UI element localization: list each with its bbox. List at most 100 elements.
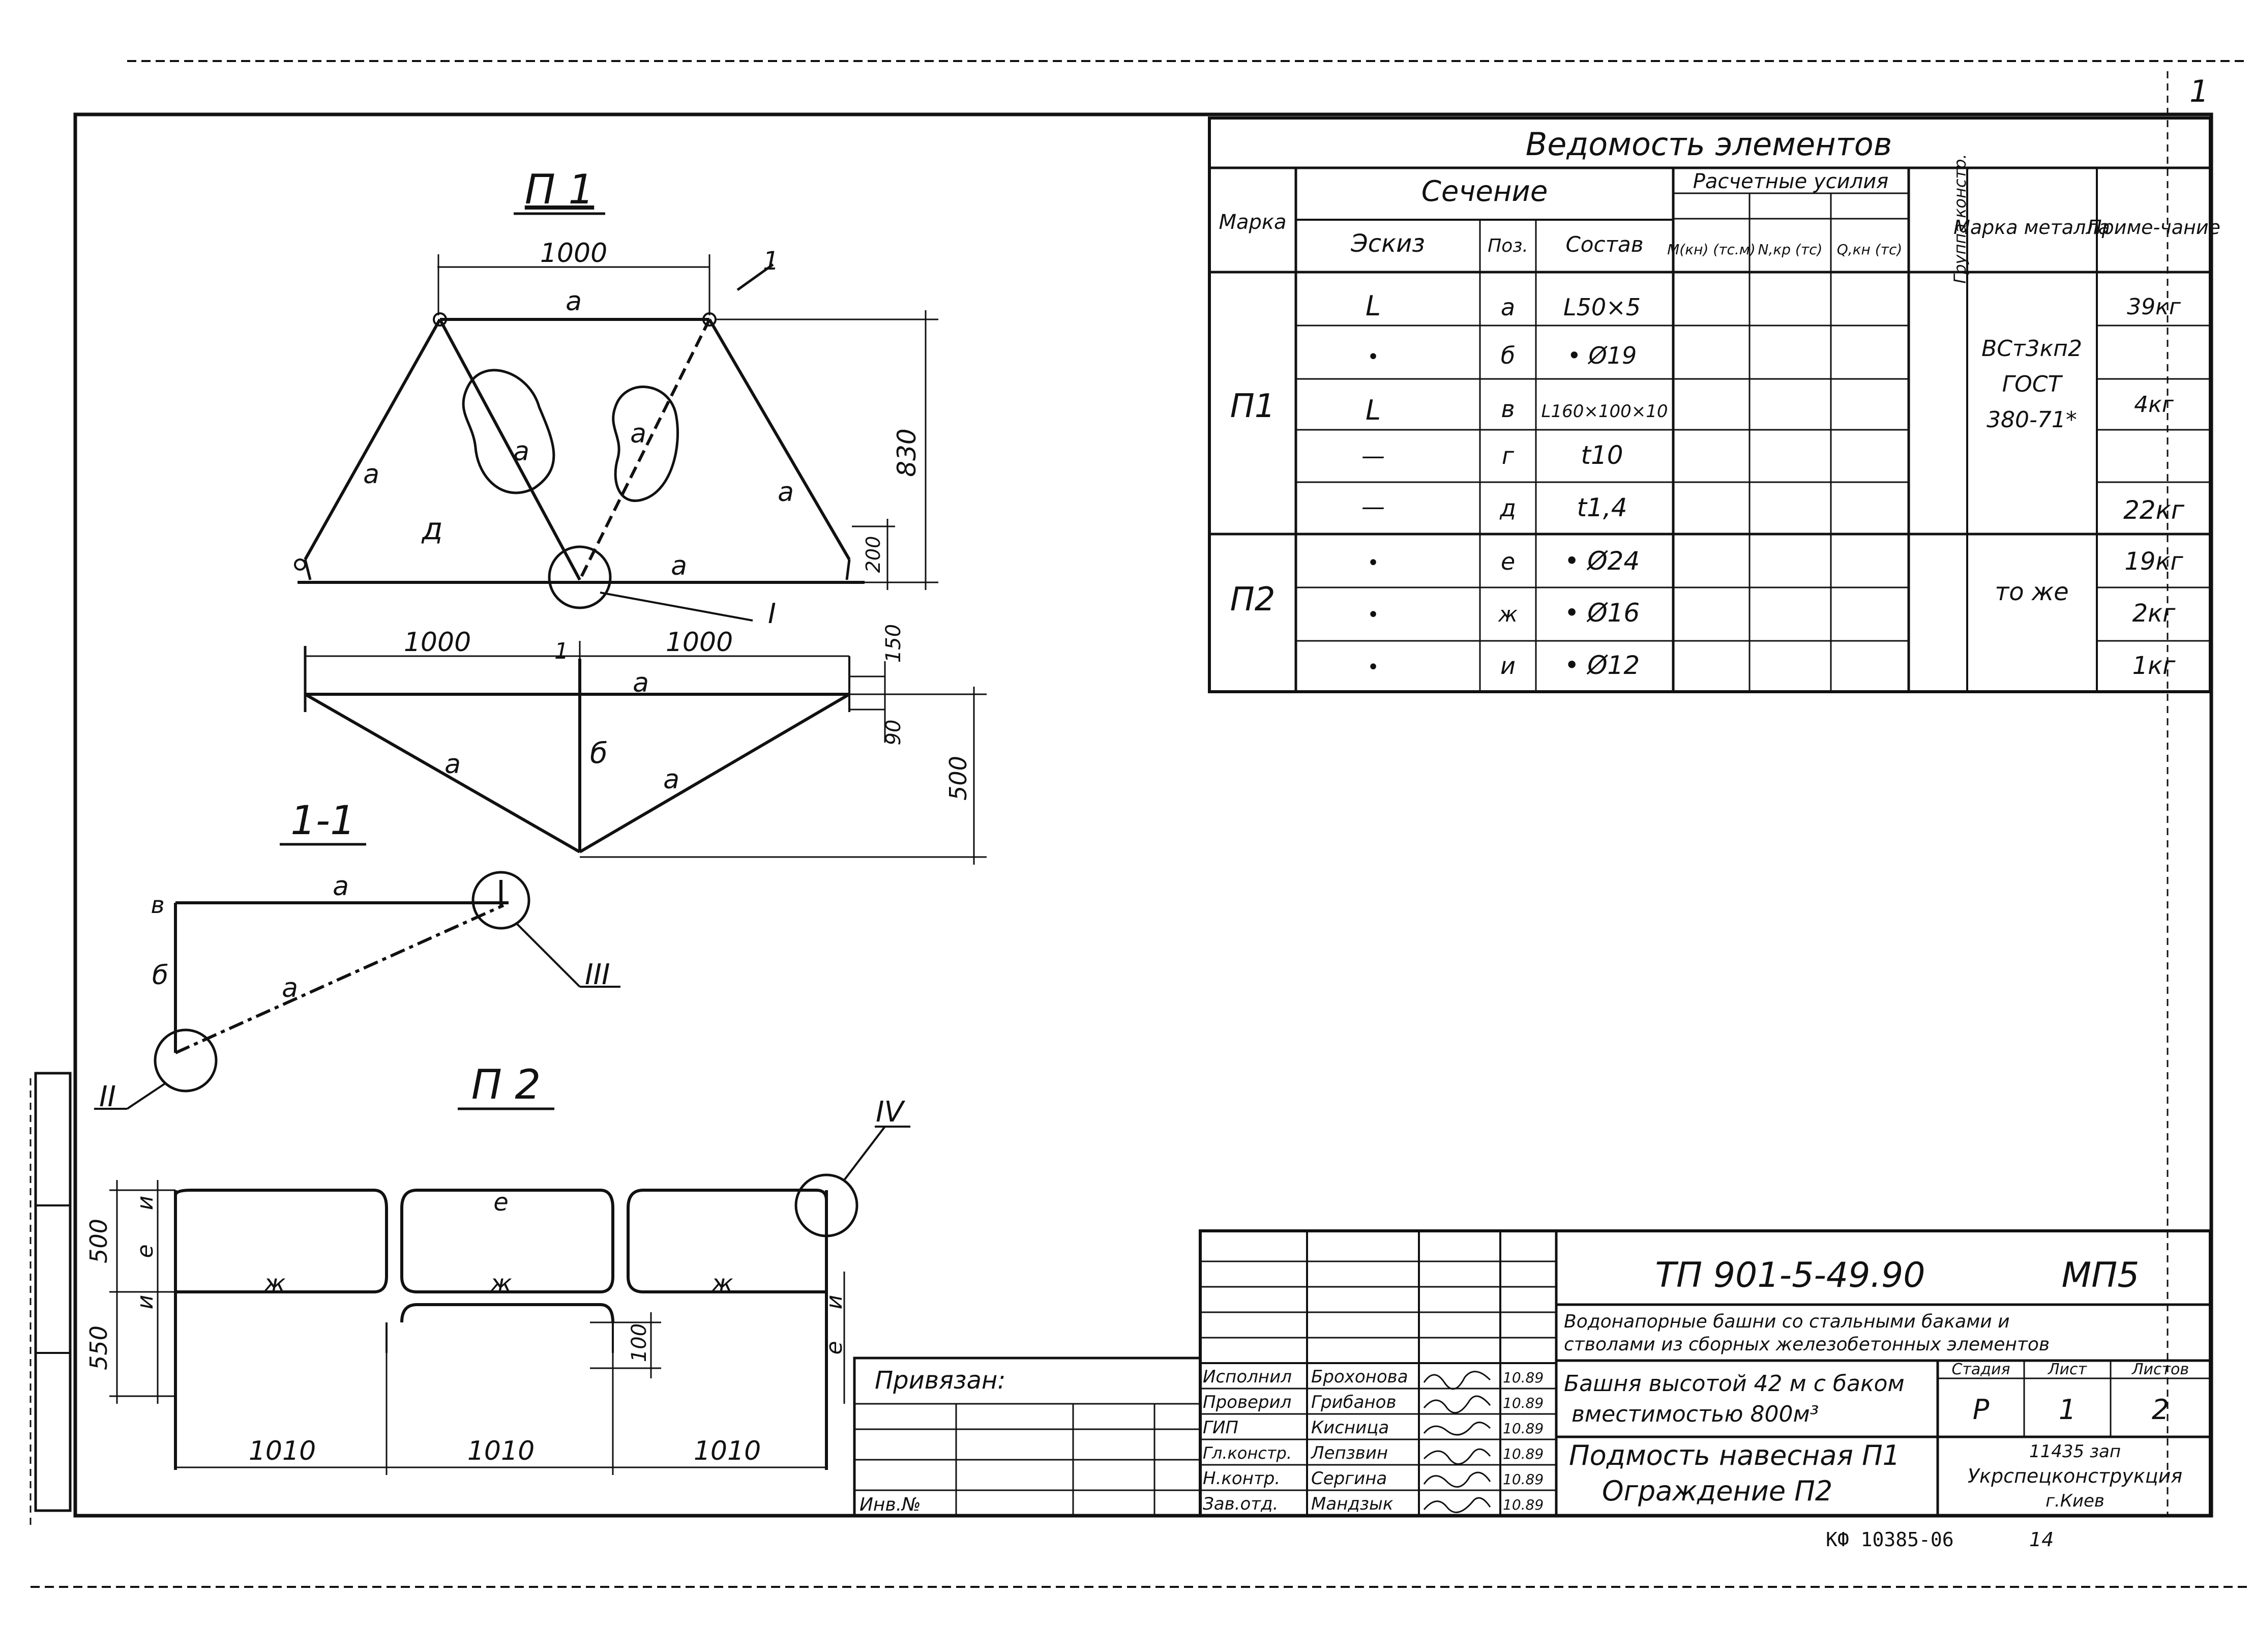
label-a-plan-r: а bbox=[663, 764, 679, 795]
row-note: 22кг bbox=[2123, 495, 2185, 525]
signature-4 bbox=[1423, 1471, 1491, 1488]
row-pos: г bbox=[1502, 442, 1515, 469]
steel-line-3: 380-71* bbox=[1987, 407, 2077, 433]
header-steel: Марка металла bbox=[1953, 216, 2110, 239]
sheet-title-2: Ограждение П2 bbox=[1602, 1475, 1832, 1507]
p1-title: П 1 bbox=[525, 166, 594, 213]
role-3: Гл.констр. bbox=[1203, 1443, 1292, 1463]
org-line-1: 11435 зап bbox=[2029, 1441, 2121, 1462]
callout-circle-iv bbox=[794, 1173, 858, 1237]
header-forces: Расчетные усилия bbox=[1693, 170, 1889, 193]
row-note: 1кг bbox=[2132, 652, 2176, 680]
doc-code: ТП 901-5-49.90 bbox=[1655, 1255, 1925, 1295]
label-i-left1: и bbox=[132, 1196, 158, 1211]
callout-i: I bbox=[768, 598, 776, 630]
callout-iv: IV bbox=[876, 1096, 906, 1129]
signature-2 bbox=[1423, 1422, 1491, 1436]
row-sketch: • bbox=[1367, 345, 1379, 369]
row-pos: и bbox=[1500, 652, 1516, 680]
dim-top: 1000 bbox=[540, 238, 607, 269]
dim-height: 830 bbox=[892, 428, 922, 477]
row-pos: а bbox=[1501, 293, 1515, 321]
role-5: Зав.отд. bbox=[1203, 1494, 1278, 1514]
label-b-plan: б bbox=[590, 737, 608, 770]
desc-line-1: Водонапорные башни со стальными баками и bbox=[1564, 1311, 2010, 1332]
row-note: 4кг bbox=[2134, 392, 2174, 418]
name-2: Кисница bbox=[1311, 1418, 1389, 1438]
row-pos: д bbox=[1499, 494, 1516, 522]
row-pos: е bbox=[1501, 548, 1515, 575]
label-i-left2: и bbox=[132, 1295, 158, 1310]
label-e-left: е bbox=[132, 1244, 158, 1258]
row-pos: ж bbox=[1498, 602, 1518, 627]
row-note: 2кг bbox=[2132, 599, 2176, 628]
steel-line-2: ГОСТ bbox=[2002, 371, 2063, 397]
role-0: Исполнил bbox=[1203, 1367, 1292, 1387]
row-comp: L160×100×10 bbox=[1541, 401, 1668, 422]
org-line-3: г.Киев bbox=[2046, 1491, 2104, 1511]
label-a-top: а bbox=[566, 286, 582, 317]
signature-1 bbox=[1423, 1395, 1491, 1413]
label-a-sec: а bbox=[333, 871, 349, 902]
date-4: 10.89 bbox=[1503, 1471, 1544, 1488]
sheet-title-1: Подмость навесная П1 bbox=[1569, 1439, 1900, 1471]
dim-right-half: 1000 bbox=[666, 627, 733, 658]
dim-p2-550: 550 bbox=[85, 1325, 112, 1370]
header-group: Группа констр. bbox=[1950, 154, 1970, 283]
binding-strip bbox=[34, 1072, 72, 1512]
row-sketch: • bbox=[1367, 551, 1379, 575]
row-b: • б • Ø19 bbox=[1367, 342, 1637, 369]
label-zh-2: ж bbox=[489, 1270, 512, 1298]
row-comp: • Ø16 bbox=[1564, 598, 1640, 628]
sheet-number: 1 bbox=[2189, 74, 2209, 109]
label-a-plan-l: а bbox=[444, 749, 461, 780]
row-i: • и • Ø12 1кг bbox=[1367, 651, 2176, 680]
header-section: Сечение bbox=[1421, 175, 1548, 208]
row-comp: L50×5 bbox=[1563, 293, 1641, 321]
row-comp: t1,4 bbox=[1577, 493, 1627, 522]
label-a-bottom: а bbox=[671, 551, 687, 581]
sheet-value: 1 bbox=[2059, 1394, 2076, 1426]
row-v: L в L160×100×10 4кг bbox=[1366, 392, 2174, 426]
date-0: 10.89 bbox=[1503, 1369, 1544, 1386]
label-e-right: е bbox=[821, 1341, 847, 1354]
tower-line-1: Башня высотой 42 м с баком bbox=[1564, 1371, 1905, 1397]
name-3: Лепзвин bbox=[1310, 1443, 1388, 1463]
row-g: — г t10 bbox=[1361, 440, 1623, 470]
label-a-mid2: а bbox=[630, 419, 646, 449]
steel-line-1: ВСт3кп2 bbox=[1981, 336, 2082, 362]
dim-span-1: 1010 bbox=[249, 1436, 316, 1466]
row-note: 19кг bbox=[2124, 547, 2183, 576]
header-composition: Состав bbox=[1565, 232, 1643, 257]
sheet-label: Лист bbox=[2048, 1361, 2088, 1378]
name-5: Мандзык bbox=[1311, 1494, 1394, 1514]
row-sketch: • bbox=[1367, 603, 1379, 627]
header-pos: Поз. bbox=[1488, 235, 1528, 256]
header-force-n: N,кр (тс) bbox=[1758, 241, 1823, 258]
inv-label: Инв.№ bbox=[859, 1494, 921, 1515]
name-0: Брохонова bbox=[1311, 1367, 1408, 1387]
callout-circle-i bbox=[548, 545, 612, 609]
signature-5 bbox=[1423, 1497, 1491, 1513]
row-sketch: L bbox=[1366, 290, 1381, 322]
statement-table: Ведомость элементов Марка Сечение Эскиз … bbox=[1208, 116, 2220, 693]
label-d: д bbox=[421, 511, 442, 547]
dim-span-2: 1010 bbox=[467, 1436, 535, 1466]
header-force-m: М(кн) (тс.м) bbox=[1667, 241, 1756, 258]
sheets-value: 2 bbox=[2152, 1394, 2169, 1426]
row-sketch: L bbox=[1366, 394, 1381, 426]
section-mark-bottom: 1 bbox=[554, 638, 569, 664]
role-2: ГИП bbox=[1203, 1418, 1238, 1438]
archive-page: 14 bbox=[2029, 1528, 2054, 1551]
signature-3 bbox=[1423, 1448, 1491, 1465]
row-comp: • Ø19 bbox=[1567, 342, 1637, 369]
dim-500: 500 bbox=[944, 756, 972, 801]
row-note: 39кг bbox=[2127, 294, 2181, 320]
dim-small: 200 bbox=[862, 536, 884, 573]
dim-150: 150 bbox=[882, 624, 905, 663]
label-i-right: и bbox=[821, 1295, 847, 1310]
steel-same: то же bbox=[1995, 578, 2068, 606]
row-zh: • ж • Ø16 2кг bbox=[1367, 598, 2176, 628]
label-zh-1: ж bbox=[263, 1270, 285, 1298]
date-3: 10.89 bbox=[1503, 1446, 1544, 1462]
